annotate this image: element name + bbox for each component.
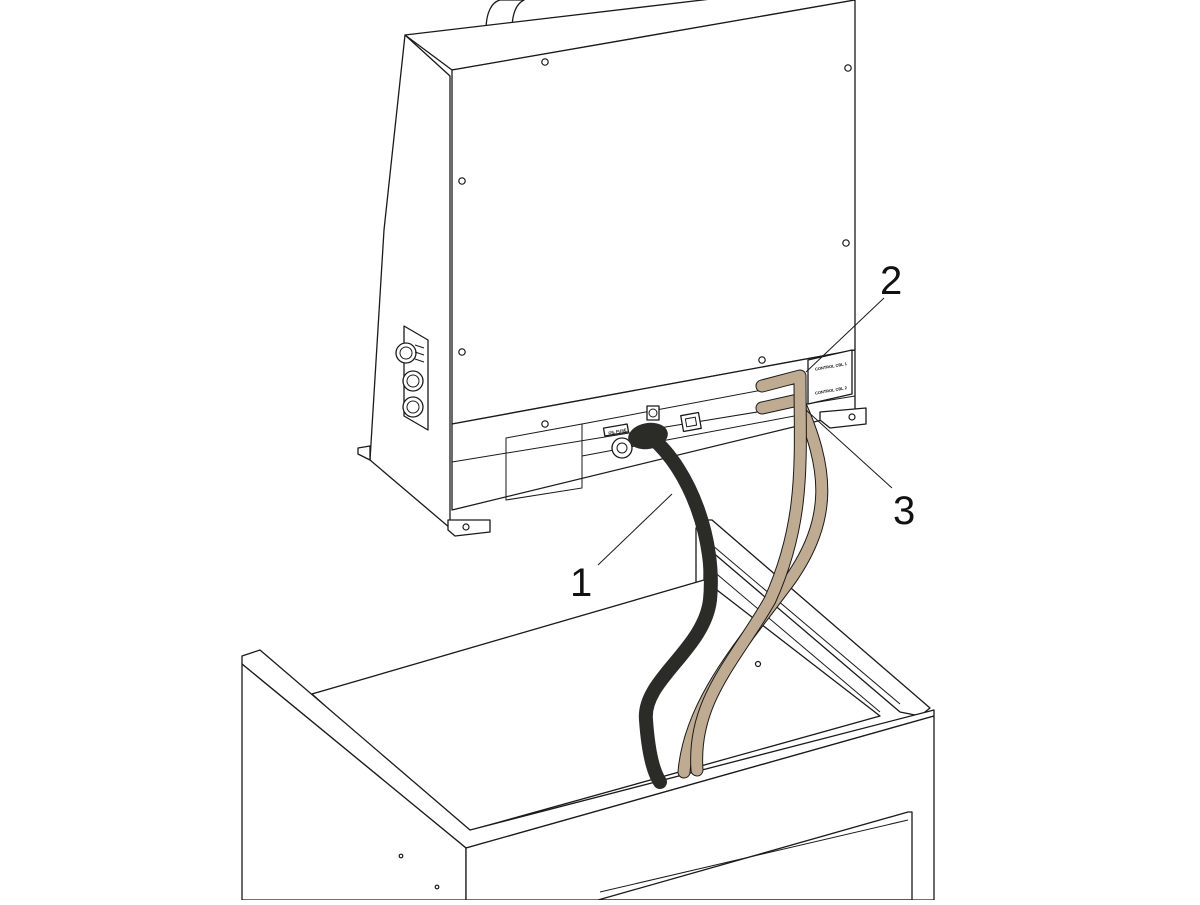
power-cable-1 xyxy=(638,431,718,789)
callout-1: 1 xyxy=(570,561,592,605)
connector-ports xyxy=(646,405,702,433)
control-cbl-2-label: CONTROL CBL 2 xyxy=(815,385,848,396)
unit-top-edge xyxy=(404,0,856,71)
side-control-knobs xyxy=(395,325,429,431)
callout-2: 2 xyxy=(880,259,902,303)
callout-leaders xyxy=(597,297,893,566)
cables xyxy=(628,369,829,789)
control-cable-plate xyxy=(807,349,853,405)
unit-front-panel xyxy=(451,0,856,425)
power-plug xyxy=(628,422,668,450)
panel-screws xyxy=(458,58,852,428)
callout-3: 3 xyxy=(893,489,915,533)
oil-fuse-label: OIL FUSE xyxy=(608,427,627,435)
control-unit: OIL FUSE CONTROL CBL 1 CONTROL CBL 2 xyxy=(357,0,867,537)
unit-feet xyxy=(447,407,867,537)
unit-side-panel xyxy=(369,34,451,529)
oil-fuse-fitting: OIL FUSE xyxy=(602,423,633,459)
control-cbl-1-label: CONTROL CBL 1 xyxy=(815,361,848,372)
